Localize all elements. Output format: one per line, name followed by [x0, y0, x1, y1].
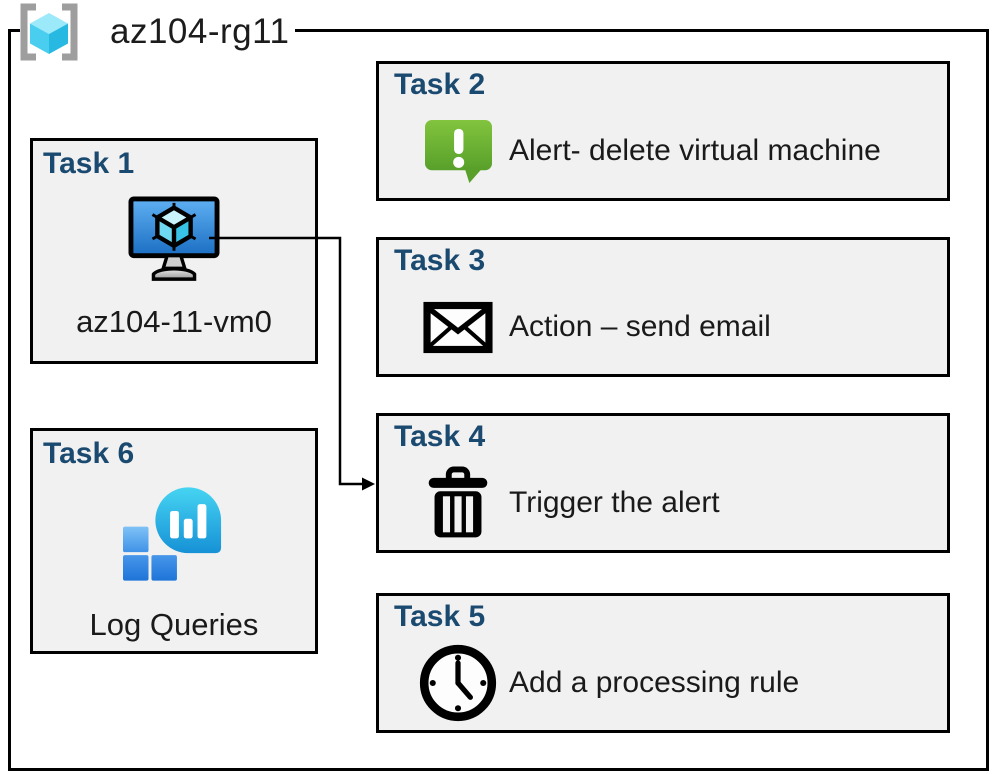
resource-group-name: az104-rg11	[104, 2, 296, 62]
clock-icon	[419, 644, 497, 722]
task-title: Task 5	[394, 600, 486, 633]
task-label: Trigger the alert	[509, 486, 720, 519]
task-title: Task 4	[394, 420, 486, 453]
task-title: Task 6	[43, 437, 135, 470]
vm-name-label: az104-11-vm0	[76, 304, 272, 339]
log-analytics-icon	[123, 487, 222, 581]
task-box-4: Task 4 Trigger the alert	[376, 413, 950, 553]
task-box-6: Task 6	[30, 428, 318, 654]
task-label: Add a processing rule	[509, 666, 800, 699]
alert-message-icon	[424, 119, 492, 183]
log-queries-label: Log Queries	[89, 607, 259, 642]
task-label: Alert- delete virtual machine	[509, 134, 881, 167]
virtual-machine-icon	[128, 196, 220, 281]
task-box-3: Task 3 Action – send email	[376, 237, 950, 377]
task-box-5: Task 5 Add a processing rule	[376, 593, 950, 733]
resource-group-icon	[20, 3, 78, 61]
task-title: Task 1	[43, 147, 135, 180]
task-title: Task 2	[394, 68, 486, 101]
email-envelope-icon	[423, 301, 493, 353]
trash-icon	[428, 466, 488, 538]
resource-group-header: az104-rg11	[16, 1, 296, 63]
task-label: Action – send email	[509, 310, 771, 343]
task-box-2: Task 2 Alert- delete virtual machine	[376, 61, 950, 201]
task-title: Task 3	[394, 244, 486, 277]
task-box-1: Task 1	[30, 138, 318, 364]
